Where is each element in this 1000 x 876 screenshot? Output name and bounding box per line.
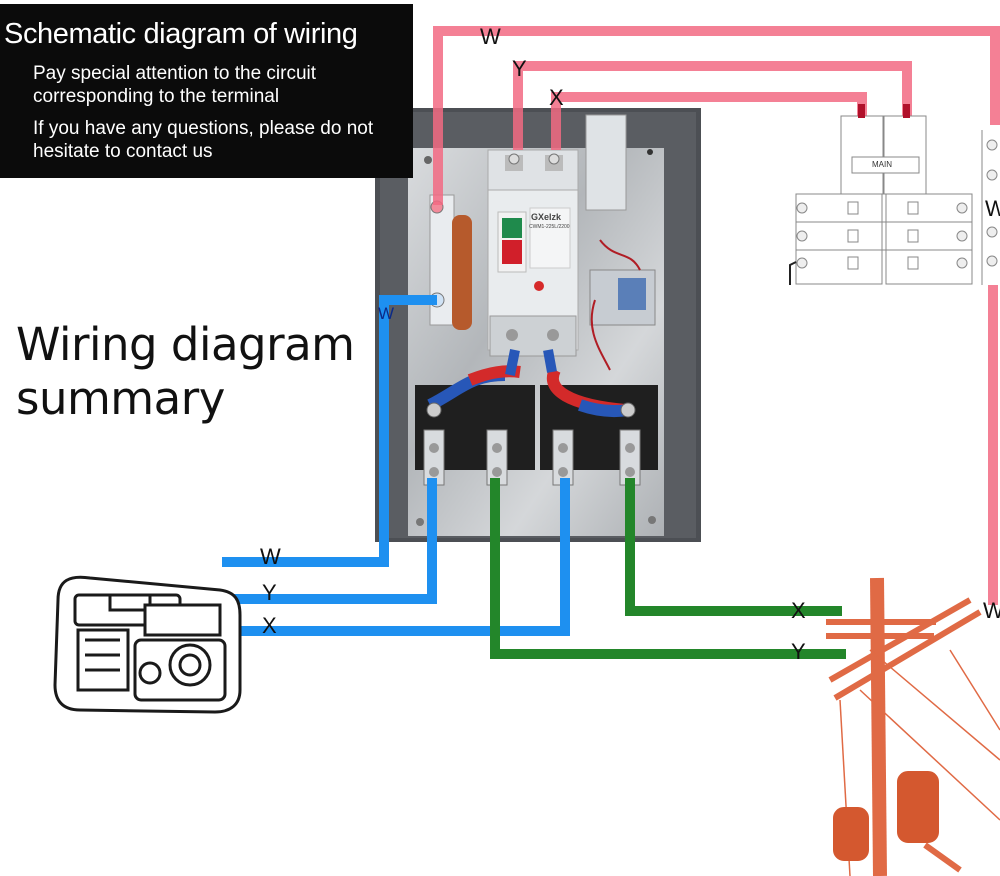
grid-wires bbox=[490, 478, 846, 659]
grid-wire-x bbox=[625, 478, 842, 616]
load-relays bbox=[415, 349, 658, 486]
page-title: Schematic diagram of wiring bbox=[4, 18, 358, 50]
summary-label: Wiring diagram summary bbox=[16, 318, 355, 425]
panel-main-label: MAIN bbox=[872, 160, 892, 169]
utility-pole-illustration bbox=[826, 577, 1000, 876]
power-supply bbox=[585, 114, 627, 211]
header-note-terminal: Pay special attention to the circuit cor… bbox=[33, 63, 317, 107]
gen-wire-w bbox=[222, 295, 437, 567]
breaker-brand: GXelzk bbox=[531, 212, 562, 222]
grid-wire-y bbox=[490, 478, 846, 659]
header-note-contact: If you have any questions, please do not… bbox=[33, 118, 374, 162]
label-switch-w: W bbox=[378, 304, 395, 323]
wire-y-top bbox=[513, 61, 912, 150]
wire-w-top bbox=[433, 26, 1000, 205]
breaker-model: CWM1-225L/2200 bbox=[529, 224, 570, 230]
contactor bbox=[589, 239, 656, 371]
header-banner: Schematic diagram of wiring Pay special … bbox=[0, 4, 413, 178]
generator-illustration bbox=[53, 575, 242, 714]
label-grid-x: X bbox=[791, 598, 806, 623]
neutral-bar bbox=[429, 194, 472, 330]
label-top-y: Y bbox=[512, 56, 527, 81]
label-gen-y: Y bbox=[262, 580, 277, 605]
gen-wire-y bbox=[222, 478, 437, 604]
summary-heading: Wiring diagram summary bbox=[16, 318, 356, 426]
label-pole-w: W bbox=[983, 598, 1000, 623]
generator-wires bbox=[222, 295, 570, 636]
label-top-x: X bbox=[549, 85, 564, 110]
label-gen-w: W bbox=[260, 544, 281, 569]
gen-wire-x bbox=[222, 478, 570, 636]
label-top-w: W bbox=[480, 24, 501, 49]
main-breaker bbox=[487, 149, 579, 357]
breaker-panel bbox=[789, 104, 998, 285]
label-panel-w: W bbox=[985, 196, 1000, 221]
label-grid-y: Y bbox=[791, 639, 806, 664]
label-gen-x: X bbox=[262, 613, 277, 638]
